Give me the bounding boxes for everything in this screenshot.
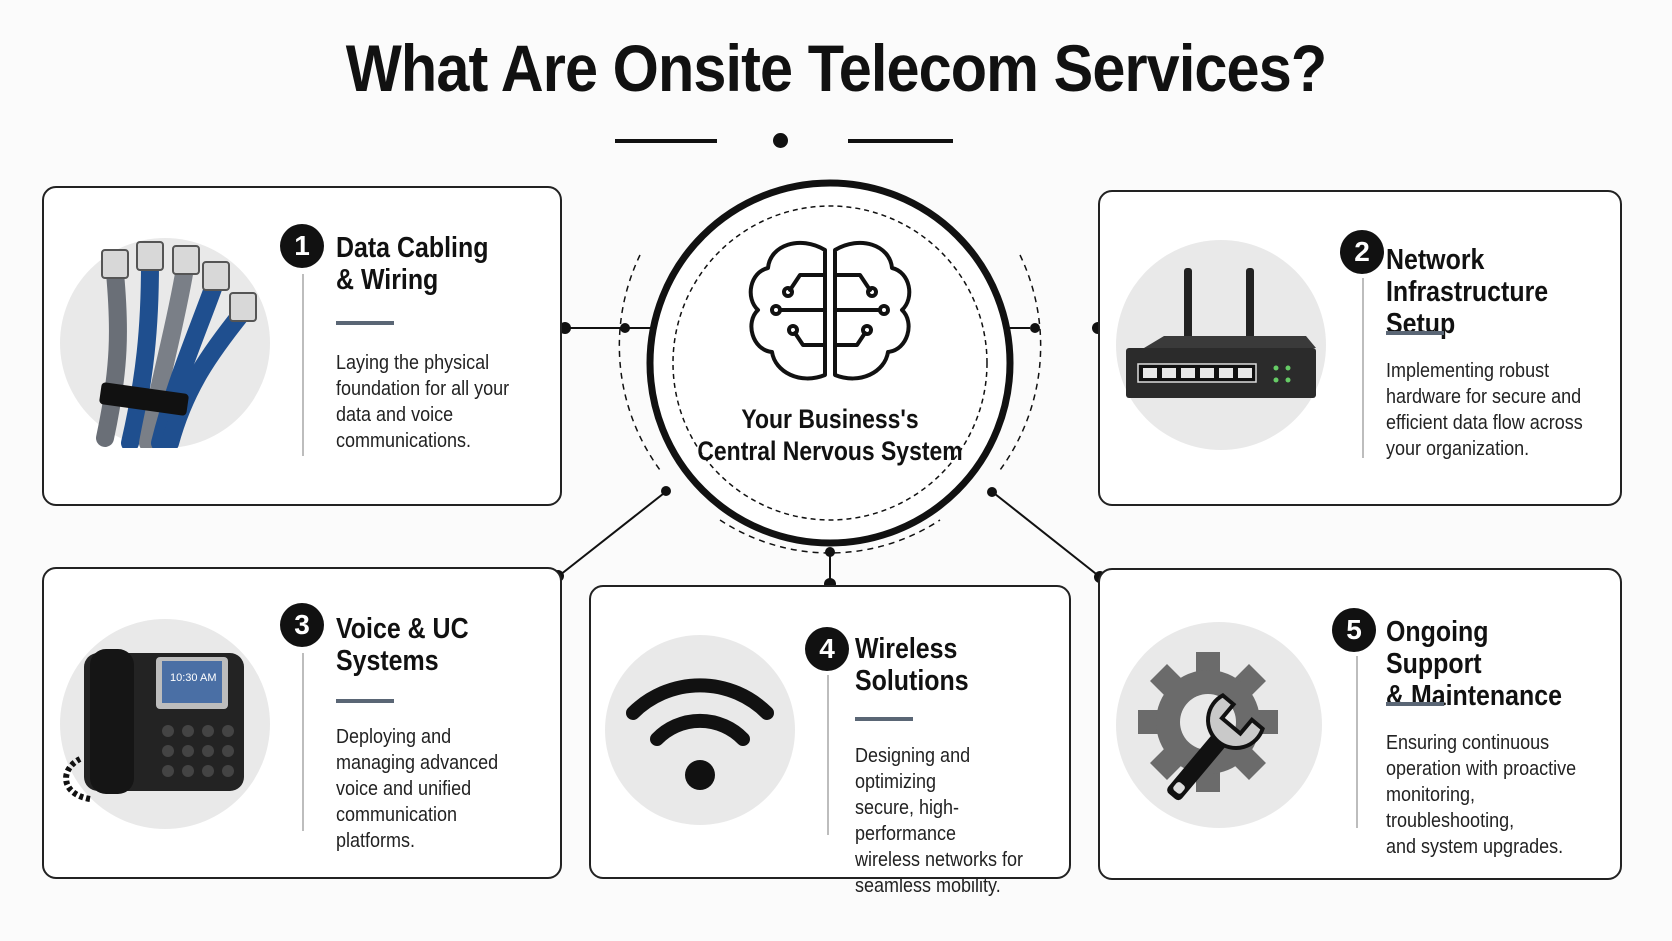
- step-number-5: 5: [1332, 608, 1376, 652]
- card-divider: [1362, 278, 1364, 458]
- heading-underline: [855, 717, 913, 721]
- card-description: Ensuring continuous operation with proac…: [1386, 732, 1577, 858]
- service-card-data-cabling: 1 Data Cabling & Wiring Laying the physi…: [42, 186, 562, 506]
- title-divider-left: [615, 139, 717, 143]
- service-card-support: 5 Ongoing Support & Maintenance Ensuring…: [1098, 568, 1622, 880]
- wifi-icon: [626, 678, 774, 790]
- ethernet-cables-icon: [96, 241, 257, 448]
- connector-5: [989, 489, 1101, 578]
- hub-inner-dashed-ring: [672, 205, 988, 521]
- hub-label: Your Business's Central Nervous System: [697, 404, 963, 466]
- heading-underline: [1386, 702, 1444, 706]
- card-divider: [302, 274, 304, 456]
- service-card-network-infrastructure: 2 Network Infrastructure Setup Implement…: [1098, 190, 1622, 506]
- heading-underline: [336, 699, 394, 703]
- gear-wrench-icon: [1138, 652, 1278, 801]
- illustration-support: [1116, 622, 1322, 828]
- card-divider: [302, 653, 304, 831]
- card-heading: Network Infrastructure Setup: [1386, 244, 1549, 340]
- heading-underline: [1386, 331, 1444, 335]
- card-heading: Voice & UC Systems: [336, 613, 469, 677]
- service-card-wireless: 4 Wireless Solutions Designing and optim…: [589, 585, 1071, 897]
- card-description: Laying the physical foundation for all y…: [336, 352, 510, 452]
- illustration-wireless: [605, 635, 795, 825]
- hub-circle: [646, 179, 1014, 547]
- step-number-4: 4: [805, 627, 849, 671]
- phone-screen-time: 10:30 AM: [170, 672, 216, 684]
- illustration-network: [1116, 240, 1326, 450]
- card-heading: Wireless Solutions: [855, 633, 969, 697]
- connector-3: [559, 489, 669, 576]
- title-divider-dot: [773, 133, 788, 148]
- page-title: What Are Onsite Telecom Services?: [345, 31, 1327, 105]
- illustration-data-cabling: [60, 238, 270, 448]
- card-description: Implementing robust hardware for secure …: [1386, 360, 1583, 460]
- brain-circuit-icon: [748, 240, 912, 381]
- desk-phone-icon: 10:30 AM: [63, 649, 244, 802]
- title-divider-right: [848, 139, 953, 143]
- step-number-3: 3: [280, 603, 324, 647]
- card-heading: Ongoing Support & Maintenance: [1386, 616, 1563, 712]
- card-description: Designing and optimizing secure, high-pe…: [855, 745, 1024, 897]
- heading-underline: [336, 321, 394, 325]
- step-number-1: 1: [280, 224, 324, 268]
- step-number-2: 2: [1340, 230, 1384, 274]
- router-icon: [1126, 268, 1316, 398]
- illustration-voice: 10:30 AM: [60, 619, 270, 829]
- card-divider: [1356, 656, 1358, 828]
- service-card-voice-uc: 10:30 AM 3 Voice & UC Systems Deploying …: [42, 567, 562, 879]
- card-divider: [827, 675, 829, 835]
- card-heading: Data Cabling & Wiring: [336, 232, 489, 296]
- card-description: Deploying and managing advanced voice an…: [336, 726, 499, 852]
